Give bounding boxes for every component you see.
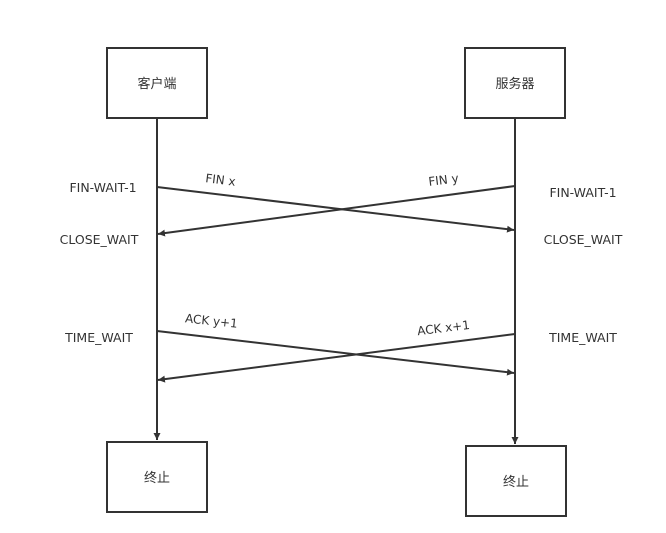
server-box: 服务器 [464, 47, 566, 119]
server-state-time-wait: TIME_WAIT [548, 330, 617, 345]
message-ack-y1-arrow [156, 330, 515, 376]
message-fin-y-arrow [157, 185, 516, 237]
server-end-label: 终止 [503, 474, 529, 490]
client-state-fin-wait-1: FIN-WAIT-1 [69, 180, 136, 195]
message-fin-y-label: FIN y [428, 171, 460, 189]
client-state-time-wait: TIME_WAIT [64, 330, 133, 345]
server-state-close-wait: CLOSE_WAIT [544, 232, 623, 247]
server-state-fin-wait-1: FIN-WAIT-1 [549, 185, 616, 200]
server-end-box: 终止 [465, 445, 567, 517]
message-ack-x1-arrow [157, 333, 516, 383]
client-end-box: 终止 [106, 441, 208, 513]
client-label: 客户端 [137, 76, 176, 92]
message-ack-x1-label: ACK x+1 [416, 318, 470, 338]
message-fin-x-label: FIN x [205, 171, 237, 189]
client-end-label: 终止 [144, 470, 170, 486]
client-state-close-wait: CLOSE_WAIT [60, 232, 139, 247]
client-box: 客户端 [106, 47, 208, 119]
server-label: 服务器 [495, 76, 534, 92]
message-fin-x-arrow [156, 186, 515, 233]
message-ack-y1-label: ACK y+1 [184, 311, 238, 330]
